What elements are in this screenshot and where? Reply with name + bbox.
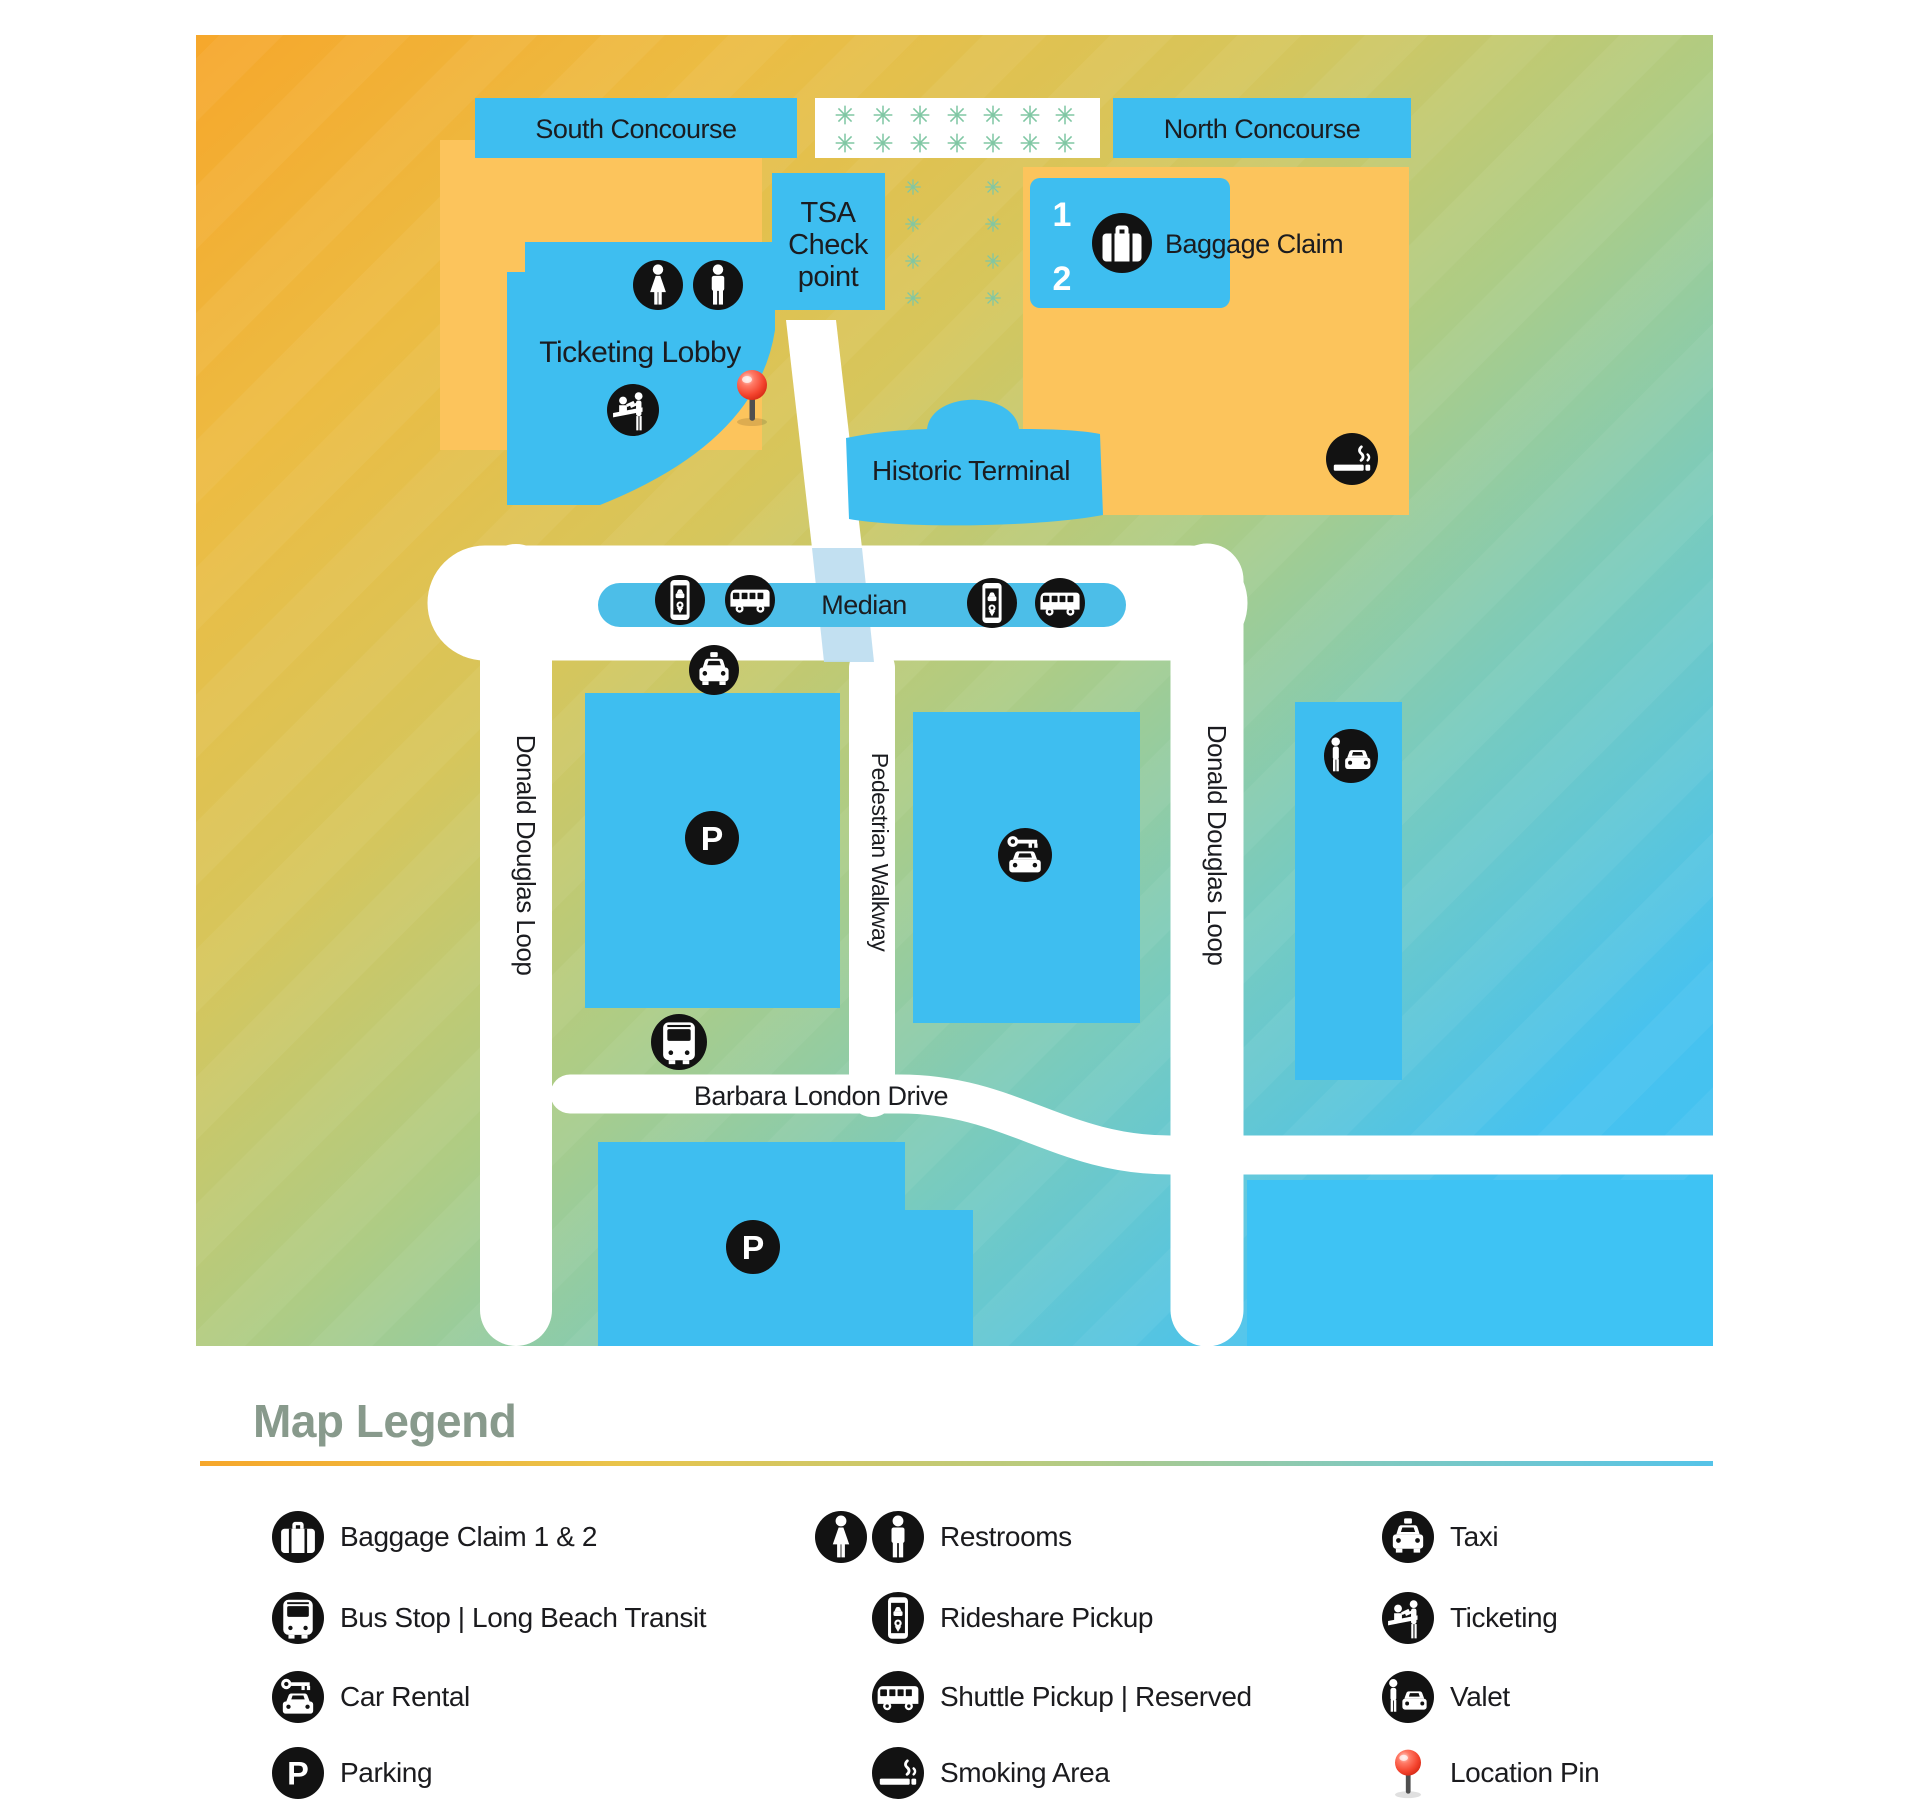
ticketing-lobby-label: Ticketing Lobby [539,336,741,369]
legend-rule [200,1461,1713,1466]
svg-text:P: P [701,820,724,858]
baggage-claim-label: Baggage Claim [1165,229,1343,259]
legend-item-bus-stop: Bus Stop | Long Beach Transit [272,1592,707,1644]
ticketing-icon [1382,1592,1434,1644]
south-concourse-box [475,98,797,158]
historic-terminal-building [846,399,1103,526]
tsa-checkpoint-box [772,173,885,310]
restroom-female-icon [815,1511,867,1563]
pedestrian-walkway-label: Pedestrian Walkway [867,753,893,953]
shuttle-icon [872,1671,924,1723]
barbara-london-drive-road [550,1074,1713,1175]
legend-item-smoking: Smoking Area [872,1747,1110,1799]
location-pin-icon [1395,1749,1421,1799]
ticketing-icon [607,384,660,437]
barbara-london-drive-label: Barbara London Drive [694,1081,948,1111]
smoking-icon [1326,433,1379,486]
donald-douglas-loop-east-label: Donald Douglas Loop [1202,725,1232,966]
legend-item-car-rental: Car Rental [272,1671,470,1723]
taxi-icon [689,645,739,695]
svg-text:P: P [742,1229,765,1267]
legend-label: Ticketing [1450,1602,1558,1633]
legend-label: Smoking Area [940,1757,1110,1788]
baggage-claim-2: 2 [1053,260,1072,298]
restroom-female-icon [633,260,683,310]
parking-icon: P [726,1220,780,1274]
legend-label: Bus Stop | Long Beach Transit [340,1602,707,1633]
legend-label: Location Pin [1450,1757,1600,1788]
legend-label: Shuttle Pickup | Reserved [940,1681,1252,1712]
rideshare-icon [967,578,1017,628]
historic-terminal-label: Historic Terminal [872,455,1070,486]
car-rental-icon [998,828,1052,882]
south-concourse-label: South Concourse [535,114,736,144]
airport-map: Historic Terminal Ticketing Lobby South … [196,35,1713,1346]
parking-icon: P [272,1747,324,1799]
bus-stop-icon [651,1014,707,1070]
southeast-lot-block [1247,1180,1713,1346]
legend-title: Map Legend [253,1395,517,1447]
walkway-upper [786,320,862,548]
tsa-label-line3: point [798,261,859,293]
legend-item-valet: Valet [1382,1671,1510,1723]
rideshare-icon [872,1592,924,1644]
legend-label: Valet [1450,1681,1510,1712]
restroom-male-icon [693,260,743,310]
legend-label: Parking [340,1757,433,1788]
donald-douglas-loop-west-label: Donald Douglas Loop [511,735,541,976]
legend-item-taxi: Taxi [1382,1511,1499,1563]
south-parking-lot-block [598,1142,973,1346]
legend-label: Car Rental [340,1681,470,1712]
median-label: Median [821,590,907,620]
north-concourse-label: North Concourse [1164,114,1361,144]
legend-item-baggage: Baggage Claim 1 & 2 [272,1511,597,1563]
restroom-male-icon [872,1511,924,1563]
legend-label: Taxi [1450,1521,1499,1552]
parking-icon: P [685,811,739,865]
legend-item-location-pin: Location Pin [1382,1747,1600,1799]
valet-icon [1382,1671,1434,1723]
legend-item-restrooms: Restrooms [815,1511,1072,1563]
rideshare-icon [655,575,705,625]
taxi-icon [1382,1511,1434,1563]
baggage-claim-1: 1 [1053,196,1072,234]
legend-item-ticketing: Ticketing [1382,1592,1558,1644]
legend-item-rideshare: Rideshare Pickup [872,1592,1153,1644]
smoking-icon [872,1747,924,1799]
baggage-icon [1092,213,1152,273]
tsa-label-line2: Check [788,229,869,261]
bus-stop-icon [272,1592,324,1644]
shuttle-icon [725,575,775,625]
north-concourse-box [1113,98,1411,158]
tsa-label-line1: TSA [801,197,857,229]
restrooms-icon [815,1511,924,1563]
baggage-icon [272,1511,324,1563]
legend-label: Rideshare Pickup [940,1602,1154,1633]
legend-item-shuttle: Shuttle Pickup | Reserved [872,1671,1252,1723]
legend-label: Baggage Claim 1 & 2 [340,1521,598,1552]
car-rental-icon [272,1671,324,1723]
legend-item-parking: P Parking [272,1747,433,1799]
legend-label: Restrooms [940,1521,1072,1552]
valet-icon [1324,729,1378,783]
svg-text:P: P [287,1755,309,1791]
shuttle-icon [1035,578,1085,628]
